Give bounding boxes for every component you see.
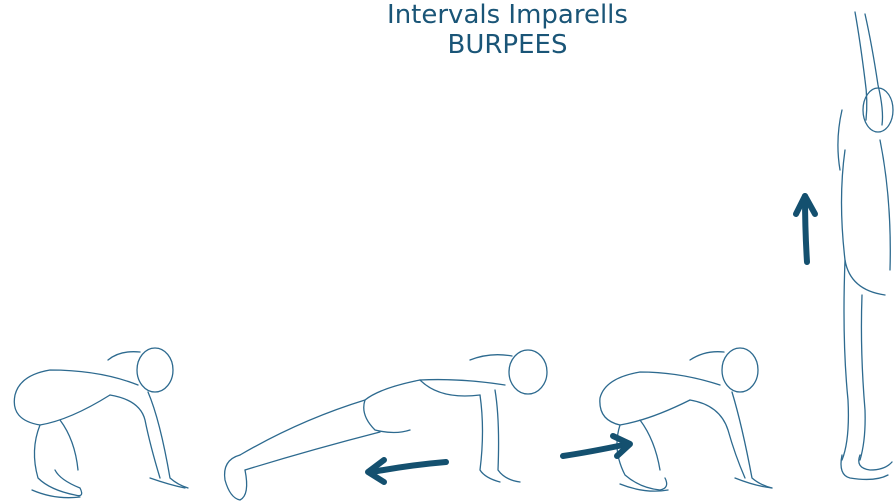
figure-plank [225,350,547,500]
figure-squat-return [600,348,772,491]
figure-jump [838,12,893,479]
arrow-up-icon [796,196,815,262]
arrow-left-icon [368,460,446,482]
figure-squat-start [14,348,188,498]
arrow-right-icon [563,436,630,456]
